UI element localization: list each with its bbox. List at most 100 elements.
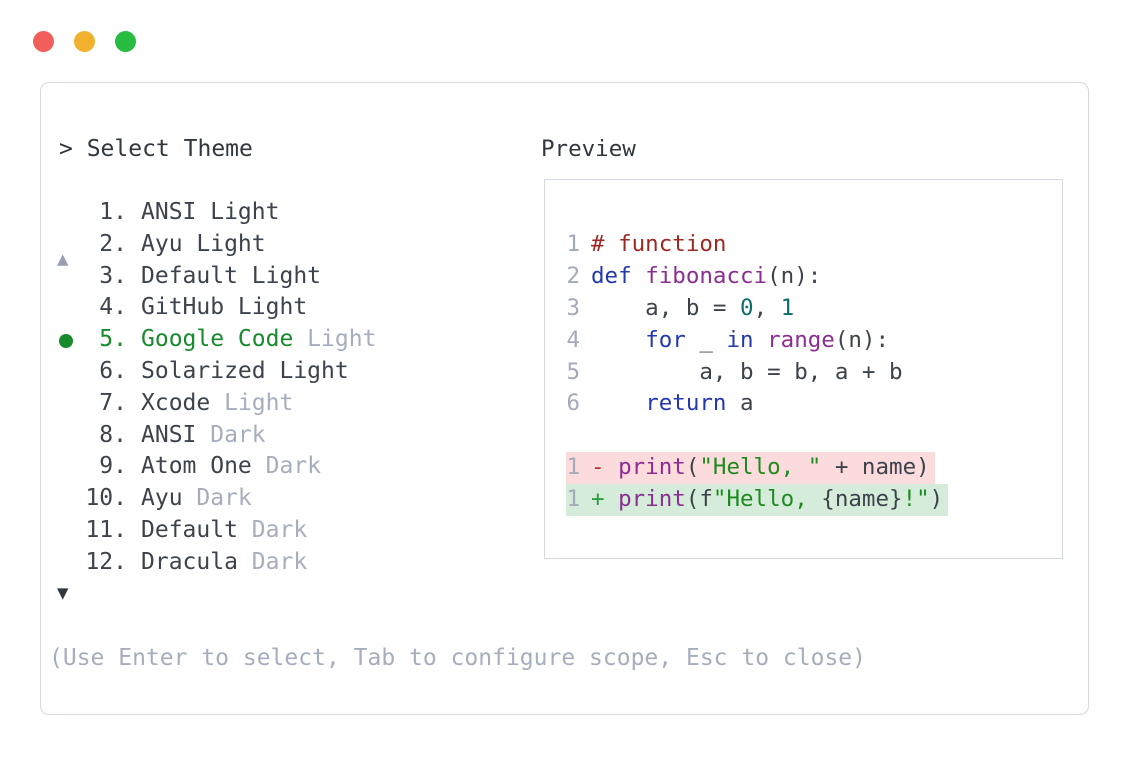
theme-item-variant: Light bbox=[210, 389, 294, 416]
theme-item-label: Solarized Light bbox=[141, 357, 349, 384]
theme-item-number: 2. bbox=[99, 230, 127, 257]
theme-item-label: Default Light bbox=[141, 262, 322, 289]
code-token-number: 1 bbox=[780, 294, 795, 321]
theme-item-number: 7. bbox=[99, 389, 127, 416]
code-line: 2 def fibonacci(n): bbox=[545, 261, 1062, 293]
theme-item-google-code[interactable]: 5. Google Code Light bbox=[41, 324, 548, 356]
line-number: 5 bbox=[566, 358, 580, 385]
theme-item-ansi[interactable]: 8.ANSI Dark bbox=[41, 420, 548, 452]
code-blank-line bbox=[545, 420, 1062, 452]
code-token-keyword: return bbox=[645, 390, 727, 417]
code-token-plain bbox=[591, 327, 645, 353]
theme-item-variant: Light bbox=[293, 326, 377, 353]
code-token-keyword: for bbox=[645, 326, 686, 353]
code-token-plain: (n): bbox=[834, 326, 890, 353]
theme-item-default-light[interactable]: 3. Default Light bbox=[41, 261, 548, 293]
theme-item-label: Default bbox=[141, 516, 238, 543]
theme-item-ayu[interactable]: 10.Ayu Dark bbox=[41, 483, 548, 515]
theme-item-number: 4. bbox=[99, 294, 127, 321]
diff-code-line-added: 1+ print(f"Hello, {name}!") bbox=[545, 484, 1062, 517]
theme-item-number: 9. bbox=[99, 453, 127, 480]
code-token-title: range bbox=[767, 326, 835, 353]
minimize-button[interactable] bbox=[74, 31, 95, 52]
code-token-plain: a, b = bbox=[591, 294, 741, 321]
selected-bullet-icon bbox=[59, 333, 73, 348]
code-token-plus: + bbox=[591, 486, 619, 513]
code-token-title: print bbox=[618, 454, 686, 481]
code-token-plain: (f bbox=[685, 486, 713, 513]
theme-item-number: 6. bbox=[99, 357, 127, 384]
code-line: 1 # function bbox=[545, 229, 1062, 261]
line-number: 1 bbox=[566, 231, 580, 257]
zoom-button[interactable] bbox=[115, 31, 136, 52]
theme-item-label: Ayu Light bbox=[141, 230, 266, 257]
code-token-plain bbox=[632, 263, 646, 289]
theme-item-number: 11. bbox=[85, 516, 127, 543]
theme-item-ayu-light[interactable]: 2. Ayu Light bbox=[41, 229, 548, 261]
theme-item-solarized-light[interactable]: 6. Solarized Light bbox=[41, 356, 548, 388]
theme-item-label: Ayu bbox=[141, 485, 183, 512]
theme-item-number: 8. bbox=[99, 421, 127, 448]
code-token-number: 0 bbox=[740, 294, 754, 321]
theme-item-ansi-light[interactable]: 1. ANSI Light bbox=[41, 197, 548, 229]
theme-item-default[interactable]: 11. Default Dark bbox=[41, 515, 548, 547]
line-number: 6 bbox=[566, 390, 580, 417]
select-theme-prompt: > Select Theme bbox=[59, 136, 253, 162]
code-line: 4 for _ in range(n): bbox=[545, 325, 1062, 357]
theme-item-xcode[interactable]: 7.Xcode Light bbox=[41, 388, 548, 420]
theme-item-variant: Dark bbox=[196, 421, 266, 448]
code-token-comment: # function bbox=[591, 231, 727, 257]
theme-item-label: ANSI Light bbox=[141, 199, 280, 225]
line-number: 2 bbox=[566, 262, 580, 289]
code-token-string: "Hello, " bbox=[699, 454, 822, 481]
theme-item-label: Google Code bbox=[141, 326, 294, 353]
scroll-down-arrow-icon[interactable]: ▼ bbox=[57, 582, 69, 604]
code-line: 6 return a bbox=[545, 388, 1062, 420]
theme-item-number: 1. bbox=[99, 199, 127, 225]
theme-selector-panel: > Select Theme ▲ 1. ANSI Light 2. Ayu Light… bbox=[40, 82, 1089, 715]
code-token-plain: + name) bbox=[821, 454, 930, 481]
code-token-string: "Hello, bbox=[712, 486, 822, 513]
line-number: 4 bbox=[566, 326, 580, 353]
code-token-plain: _ bbox=[685, 326, 727, 353]
line-number: 3 bbox=[566, 294, 580, 321]
code-token-minus: - bbox=[591, 454, 619, 481]
code-token-plain: (n): bbox=[767, 262, 822, 289]
scroll-up-arrow-icon[interactable]: ▲ bbox=[57, 248, 69, 270]
code-token-plain: {name} bbox=[821, 486, 903, 513]
theme-item-dracula[interactable]: 12.Dracula Dark bbox=[41, 547, 548, 579]
theme-item-atom-one[interactable]: 9. Atom One Dark bbox=[41, 451, 548, 483]
theme-item-variant: Dark bbox=[237, 516, 308, 543]
code-token-plain: a, b = b, a + b bbox=[591, 358, 903, 385]
theme-item-variant: Dark bbox=[237, 548, 308, 575]
diff-code-line-removed: 1- print("Hello, " + name) bbox=[545, 452, 1062, 485]
code-token-plain: ( bbox=[685, 454, 700, 481]
theme-item-number: 5. bbox=[99, 326, 127, 353]
code-token-keyword: def bbox=[591, 262, 632, 289]
code-token-plain: ) bbox=[929, 486, 944, 513]
code-token-title: fibonacci bbox=[645, 262, 768, 289]
window-controls bbox=[33, 31, 136, 52]
line-number: 1 bbox=[566, 486, 580, 513]
close-button[interactable] bbox=[33, 31, 54, 52]
code-token-plain: , bbox=[753, 294, 781, 321]
code-line: 3 a, b = 0, 1 bbox=[545, 293, 1062, 325]
preview-label: Preview bbox=[541, 136, 636, 162]
line-number: 1 bbox=[566, 454, 580, 481]
code-token-string: !" bbox=[902, 486, 930, 513]
theme-item-variant: Dark bbox=[182, 485, 252, 512]
code-token-keyword: in bbox=[726, 326, 754, 353]
code-line: 5 a, b = b, a + b bbox=[545, 357, 1062, 389]
theme-item-number: 3. bbox=[99, 262, 127, 289]
code-token-plain bbox=[591, 390, 645, 416]
theme-item-github-light[interactable]: 4. GitHub Light bbox=[41, 292, 548, 324]
keyboard-hint: (Use Enter to select, Tab to configure s… bbox=[49, 645, 866, 671]
theme-item-label: Atom One bbox=[141, 453, 252, 480]
theme-item-label: Dracula bbox=[141, 548, 238, 575]
theme-item-label: GitHub Light bbox=[141, 294, 308, 321]
theme-item-variant: Dark bbox=[251, 453, 322, 480]
code-token-plain bbox=[754, 327, 768, 353]
